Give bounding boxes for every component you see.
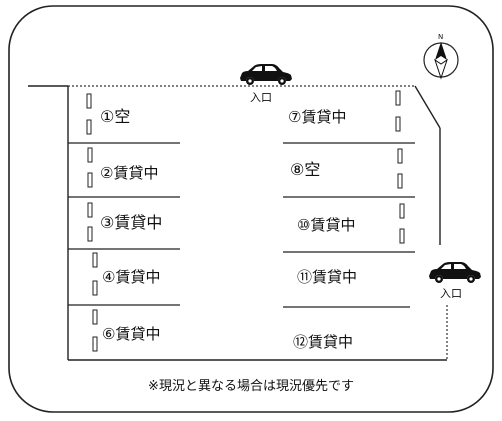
car-icon: [240, 64, 292, 85]
wheel-stop: [395, 90, 401, 106]
wheel-stop: [399, 203, 405, 219]
wheel-stop: [397, 148, 403, 164]
wheel-stop: [92, 252, 98, 268]
slot-label-10: ⑩賃貸中: [297, 216, 356, 234]
right-boundary-diagonal: [414, 85, 441, 129]
wheel-stop: [86, 93, 92, 109]
wheel-stop: [92, 280, 98, 296]
slot-label-7: ⑦賃貸中: [288, 108, 347, 126]
compass-north-letter: N: [438, 33, 444, 41]
wheel-stop: [397, 173, 403, 189]
wheel-stop: [92, 309, 98, 325]
north-arrow-compass-icon: [423, 42, 459, 80]
entrance-label-top: 入口: [250, 91, 272, 104]
slot-label-4: ④賃貸中: [102, 268, 161, 286]
disclaimer-note: ※現況と異なる場合は現況優先です: [148, 379, 354, 394]
slot-label-2: ②賃貸中: [100, 164, 159, 182]
slot-label-1: ①空: [100, 107, 131, 126]
slot-label-11: ⑪賃貸中: [297, 268, 358, 286]
slot-label-3: ③賃貸中: [100, 213, 163, 232]
slot-label-8: ⑧空: [290, 160, 321, 179]
right-wheel-stops: [395, 90, 405, 244]
slot-label-12: ⑫賃貸中: [293, 333, 354, 351]
wheel-stop: [87, 147, 93, 163]
outer-frame: [8, 5, 494, 413]
wheel-stop: [399, 228, 405, 244]
left-wheel-stops: [86, 93, 98, 352]
wheel-stop: [87, 172, 93, 188]
wheel-stop: [86, 119, 92, 135]
entrance-label-right: 入口: [440, 287, 462, 300]
wheel-stop: [92, 336, 98, 352]
wheel-stop: [395, 116, 401, 132]
wheel-stop: [87, 226, 93, 242]
car-icon: [429, 262, 481, 283]
wheel-stop: [87, 202, 93, 218]
slot-label-6: ⑥賃貸中: [102, 325, 161, 343]
